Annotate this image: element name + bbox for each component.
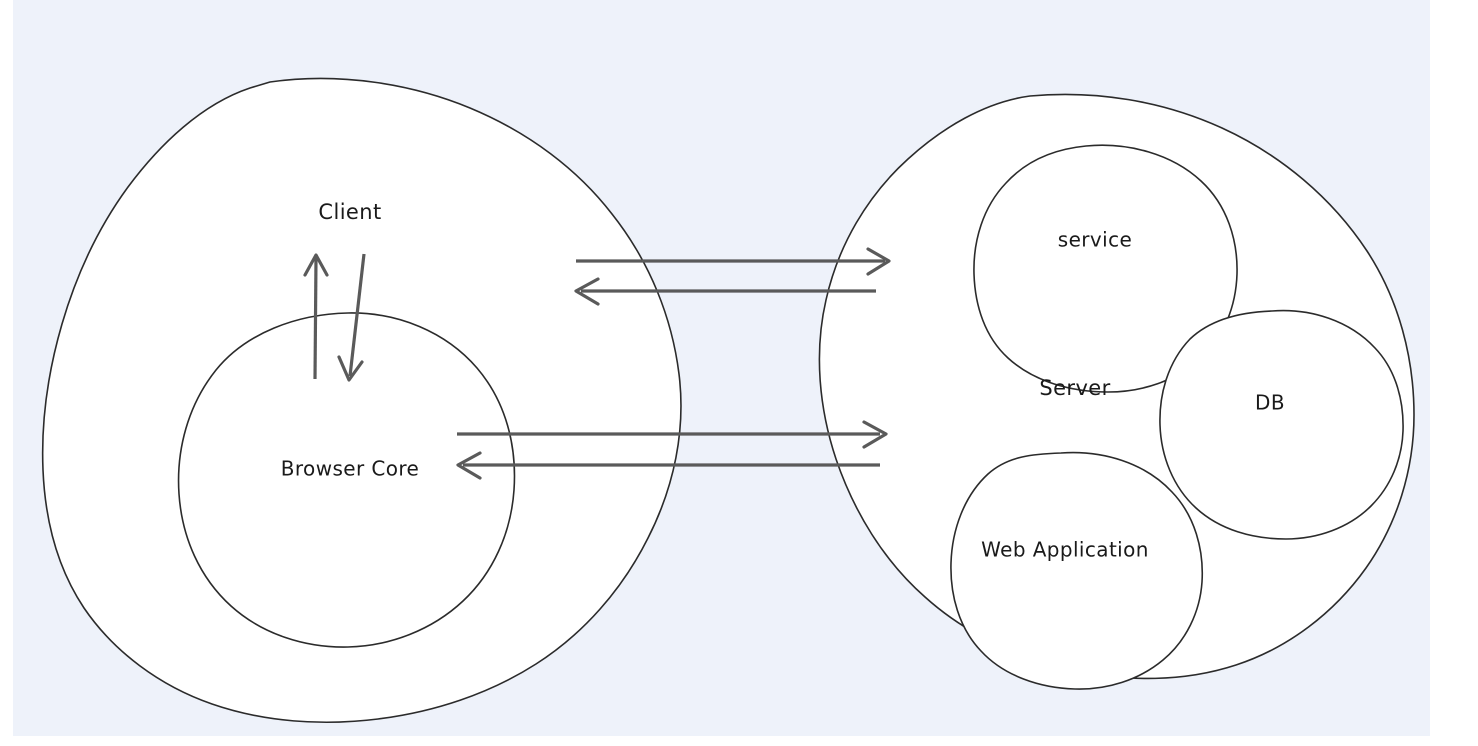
service-label: service	[1058, 228, 1132, 252]
arrow-client-to-browser-core-down[interactable]	[337, 253, 366, 382]
web-application-label: Web Application	[981, 538, 1149, 562]
db-label: DB	[1255, 391, 1285, 415]
browser-core-blob[interactable]	[177, 312, 516, 648]
arrow-browser-core-to-server-request[interactable]	[457, 420, 888, 449]
client-label: Client	[318, 200, 381, 224]
browser-core-label: Browser Core	[281, 457, 420, 481]
arrow-client-to-server-request[interactable]	[576, 247, 891, 276]
arrow-server-to-client-response[interactable]	[574, 277, 876, 306]
arrow-server-to-browser-core-response[interactable]	[456, 451, 880, 480]
server-label: Server	[1039, 376, 1110, 400]
db-blob[interactable]	[1159, 309, 1404, 540]
arrow-browser-core-to-client-up[interactable]	[303, 253, 329, 380]
web-application-blob[interactable]	[950, 451, 1204, 690]
service-blob[interactable]	[973, 144, 1238, 393]
